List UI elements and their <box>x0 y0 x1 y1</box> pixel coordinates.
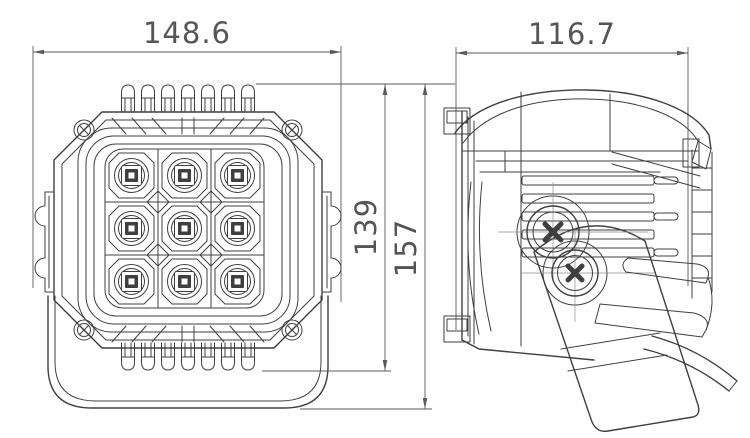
pivot-screw-upper <box>526 205 580 259</box>
led-emitter <box>114 211 149 246</box>
side-bracket <box>498 182 713 432</box>
side-heatsink <box>461 149 713 361</box>
led-emitter <box>114 158 149 193</box>
dim-arrow-left <box>33 49 44 55</box>
height-dimensions: 139 157 <box>256 83 455 410</box>
top-cooling-fins <box>121 84 255 113</box>
bracket-plate <box>533 225 700 432</box>
back-fins <box>691 149 713 299</box>
lens-bezel <box>77 127 299 333</box>
top-clip <box>443 107 471 135</box>
led-emitter <box>220 264 255 299</box>
front-mounting-bracket <box>47 295 329 409</box>
width-dimension: 148.6 <box>32 16 342 302</box>
housing-ribs <box>111 117 265 343</box>
bottom-clip <box>443 315 471 343</box>
bottom-cooling-fins <box>121 342 255 371</box>
side-view: 116.7 <box>443 17 738 432</box>
bracket-wing-lower <box>594 303 708 338</box>
power-cable <box>643 335 738 392</box>
screw-icon <box>281 119 303 141</box>
led-emitter <box>220 211 255 246</box>
screw-icon <box>73 119 95 141</box>
pivot-screw-lower <box>551 249 599 297</box>
front-view: 148.6 <box>32 16 455 410</box>
dim-arrow-right <box>330 49 341 55</box>
side-top-cover <box>454 89 712 170</box>
right-side-tab <box>321 191 342 293</box>
led-emitter <box>220 158 255 193</box>
overall-height-label: 157 <box>389 219 423 277</box>
side-lens <box>443 107 492 345</box>
led-grid <box>104 148 265 309</box>
led-emitter <box>114 264 149 299</box>
body-height-label: 139 <box>349 198 383 256</box>
depth-dimension: 116.7 <box>455 17 689 330</box>
screw-icon <box>73 319 95 341</box>
width-dimension-label: 148.6 <box>143 16 231 50</box>
led-emitter <box>167 158 202 193</box>
depth-dimension-label: 116.7 <box>528 17 616 51</box>
back-clip <box>682 138 700 168</box>
left-side-tab <box>34 191 55 293</box>
bracket-wing-upper <box>622 257 709 284</box>
screw-icon <box>281 319 303 341</box>
led-emitter <box>167 264 202 299</box>
led-emitter <box>167 211 202 246</box>
